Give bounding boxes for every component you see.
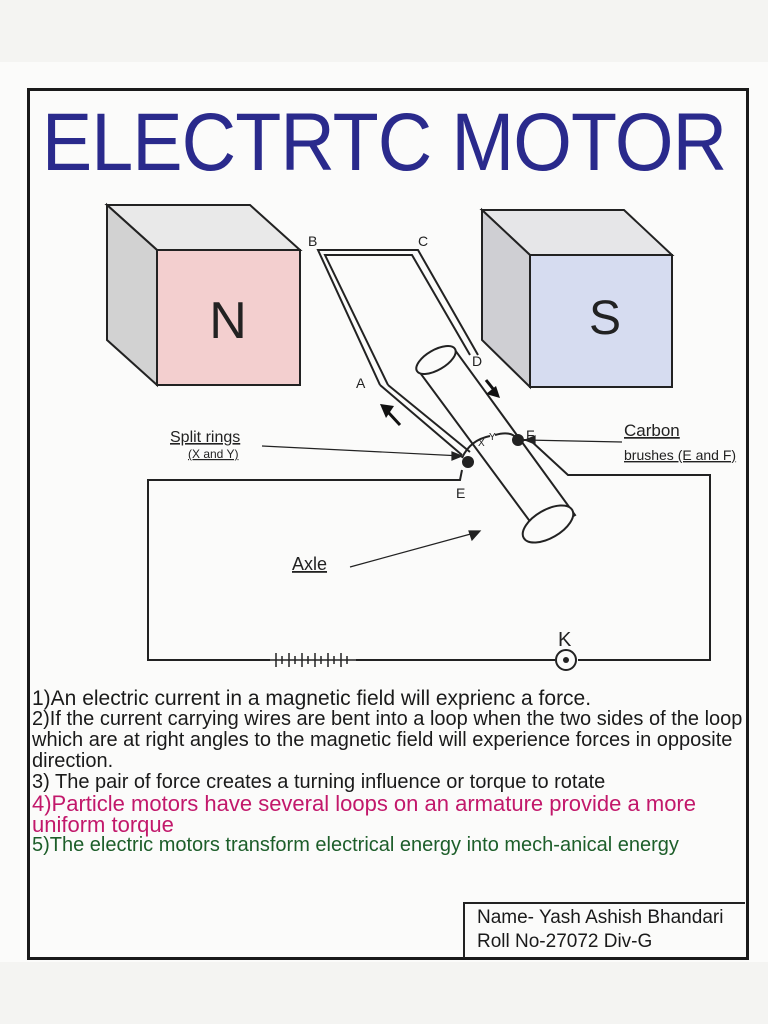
point-f-label: F [526,427,535,443]
point-c-label: C [418,233,428,249]
force-arrow-up [380,404,402,427]
notes-list: 1)An electric current in a magnetic fiel… [32,688,744,856]
key-switch [555,649,577,671]
battery [270,653,356,667]
south-label: S [589,292,621,345]
north-label: N [209,292,247,350]
carbon-label: Carbon [624,421,680,440]
roll-number: Roll No-27072 Div-G [477,931,653,952]
note-2: 2)If the current carrying wires are bent… [32,708,743,772]
split-rings-sublabel: (X and Y) [188,447,238,461]
point-b-label: B [308,233,317,249]
note-5: 5)The electric motors transform electric… [32,834,679,856]
split-rings: X Y [461,432,524,468]
axle-label: Axle [292,554,327,574]
point-e-label: E [456,485,465,501]
south-magnet: S [479,207,675,390]
note-4: 4)Particle motors have several loops on … [32,791,696,837]
external-circuit [147,439,711,661]
north-face [156,249,301,386]
armature-loop [316,249,479,456]
note-1: 1)An electric current in a magnetic fiel… [32,687,592,710]
south-face [529,254,673,388]
split-rings-label: Split rings [170,429,240,446]
point-k-label: K [558,629,572,651]
motor-diagram: N S X Y [104,202,736,671]
note-3: 3) The pair of force creates a turning i… [32,771,606,793]
student-name: Name- Yash Ashish Bhandari [477,907,724,928]
page-title: ELECTRTC MOTOR [41,97,727,188]
ring-x-label: X [478,438,485,449]
force-arrow-down [484,379,500,398]
page-border [27,88,749,960]
north-magnet: N [104,202,303,388]
point-d-label: D [472,353,482,369]
ring-y-label: Y [489,432,496,443]
label-pointers [261,435,623,568]
point-a-label: A [356,375,366,391]
signature-box: Name- Yash Ashish Bhandari Roll No-27072… [463,902,745,958]
axle-cylinder [415,345,577,544]
brushes-label: brushes (E and F) [624,447,736,463]
